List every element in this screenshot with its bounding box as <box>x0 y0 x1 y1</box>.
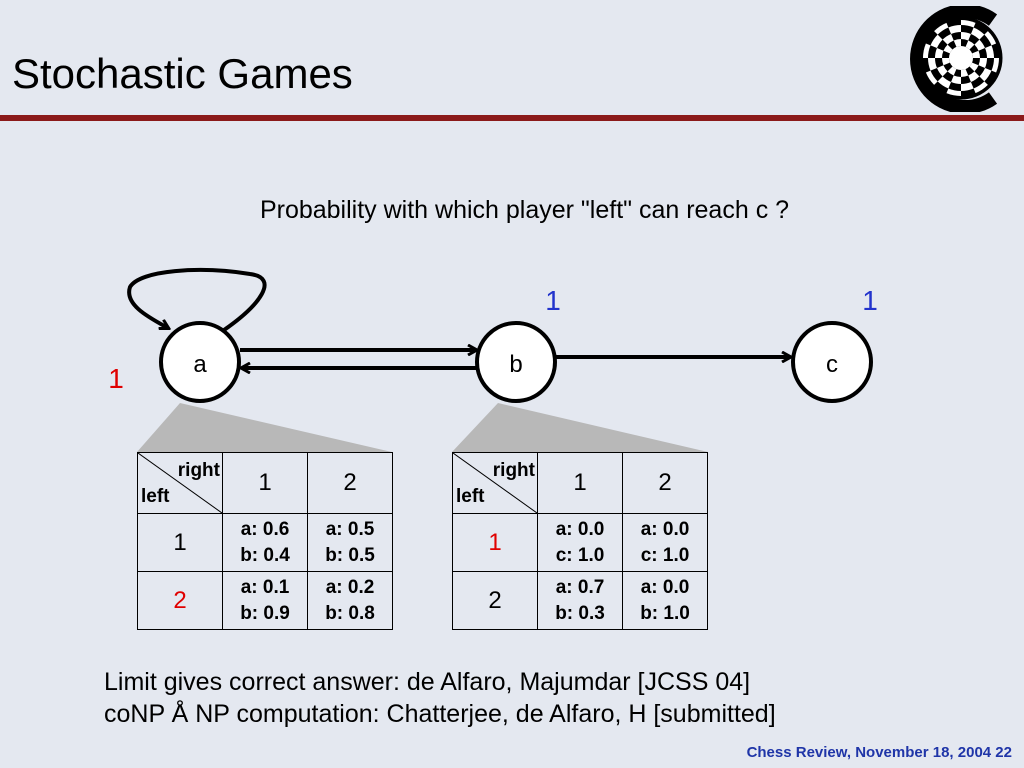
row-header-1: 1 <box>452 513 538 572</box>
logo-checker-square <box>942 33 954 45</box>
node-c <box>791 321 873 403</box>
node-b <box>475 321 557 403</box>
col-header-1: 1 <box>222 452 308 514</box>
slide-footer: Chess Review, November 18, 2004 22 <box>746 744 1012 761</box>
logo-checker-square <box>970 27 985 40</box>
logo-checker-square <box>961 82 974 91</box>
node-b-label: b <box>509 351 522 378</box>
logo-checker-square <box>932 21 949 35</box>
corner-diagonal <box>138 453 222 513</box>
logo-checker-square <box>969 62 979 72</box>
logo-checker-square <box>961 69 969 77</box>
node-c-label: c <box>826 351 838 378</box>
node-a <box>159 321 241 403</box>
player-left-label: left <box>456 486 485 507</box>
logo-checker-square <box>974 39 986 51</box>
reference-line-1: Limit gives correct answer: de Alfaro, M… <box>104 668 751 696</box>
logo-checker-square <box>973 81 990 95</box>
logo-checker-square <box>943 44 953 54</box>
logo-checker-square <box>979 67 992 82</box>
col-header-1: 1 <box>537 452 623 514</box>
row-header-2: 2 <box>452 571 538 630</box>
title-rule <box>0 115 1024 121</box>
logo-checker-square <box>953 39 961 47</box>
logo-checker-square <box>936 65 948 77</box>
logo-checker-square <box>978 58 987 68</box>
logo-checker-square <box>948 25 961 34</box>
player-right-label: right <box>492 460 535 481</box>
logo-checker-square <box>972 50 980 58</box>
node-a-value: 1 <box>108 363 124 394</box>
logo-checker-square <box>984 29 998 46</box>
logo-checker-square <box>951 75 961 84</box>
references-text: Limit gives correct answer: de Alfaro, M… <box>104 666 776 730</box>
logo-checker-square <box>928 58 937 71</box>
player-right-label: right <box>177 460 220 481</box>
logo-checker-square <box>924 70 938 87</box>
player-left-label: left <box>141 486 170 507</box>
corner-cell: right left <box>452 452 538 514</box>
logo-checker-square <box>937 76 952 89</box>
cone-b <box>452 403 708 452</box>
col-header-2: 2 <box>622 452 708 514</box>
logo-checker-square <box>930 34 943 49</box>
corner-diagonal <box>453 453 537 513</box>
reference-line-2: coNP Å NP computation: Chatterjee, de Al… <box>104 700 776 728</box>
logo-checker-square <box>961 32 971 41</box>
row-header-2: 2 <box>137 571 223 630</box>
row-header-1: 1 <box>137 513 223 572</box>
node-b-value: 1 <box>545 285 561 316</box>
logo-checker-square <box>968 71 980 83</box>
question-text: Probability with which player "left" can… <box>259 196 790 224</box>
logo-checker-square <box>935 48 944 58</box>
col-header-2: 2 <box>307 452 393 514</box>
node-c-value: 1 <box>862 285 878 316</box>
self-loop-edge <box>127 268 267 332</box>
logo-checker-square <box>942 58 950 66</box>
logo-checker-square <box>947 66 957 76</box>
chess-logo <box>910 6 1003 112</box>
corner-cell: right left <box>137 452 223 514</box>
logo-c-shape <box>910 6 998 112</box>
logo-checker-square <box>985 45 994 58</box>
slide-title: Stochastic Games <box>12 50 353 97</box>
node-a-label: a <box>193 351 207 378</box>
cone-a <box>137 403 392 452</box>
logo-checker-square <box>965 40 975 50</box>
